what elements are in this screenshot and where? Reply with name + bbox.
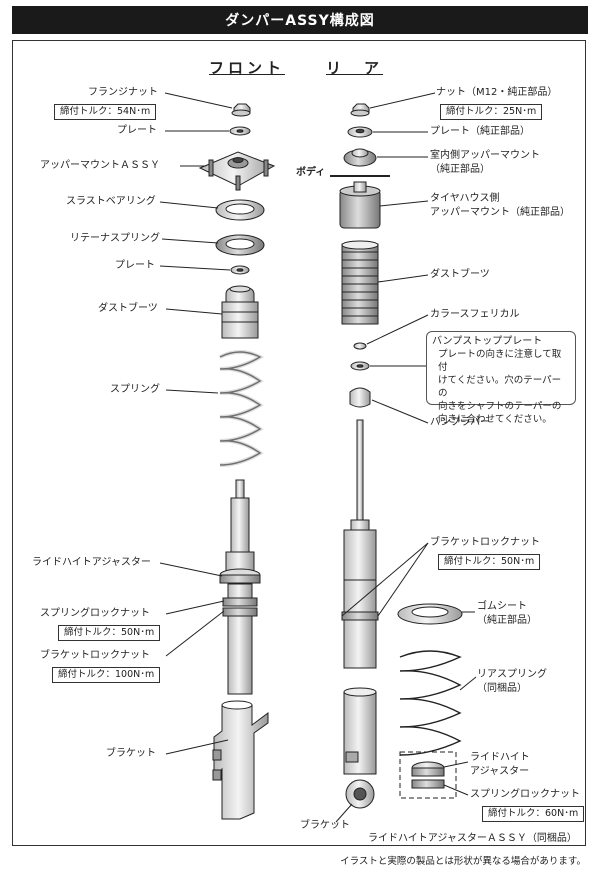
rear-bump-plate-callout: バンプストッププレート プレートの向きに注意して取付 けてください。穴のテーパー… bbox=[426, 331, 576, 425]
front-thrust-bearing-part bbox=[215, 199, 265, 221]
rear-rubber-seat-label-1: ゴムシート bbox=[477, 601, 527, 612]
front-plate-part bbox=[229, 126, 251, 136]
front-leader-lines bbox=[159, 92, 233, 755]
front-spring-label: スプリング bbox=[110, 384, 160, 395]
disclaimer-footnote: イラストと実際の製品とは形状が異なる場合があります。 bbox=[340, 856, 586, 867]
front-flange-nut-label: フランジナット bbox=[88, 87, 158, 98]
rear-spring-lock-nut-part bbox=[411, 779, 445, 789]
rear-plate-part bbox=[347, 126, 373, 138]
front-spring-lock-nut-part bbox=[222, 597, 258, 617]
rear-nut-part bbox=[350, 103, 370, 117]
rear-tirehouse-mount-label-1: タイヤハウス側 bbox=[430, 193, 500, 204]
page-title: ダンパーASSY構成図 bbox=[12, 6, 588, 34]
front-flange-nut-torque: 締付トルク：54N･m bbox=[54, 104, 157, 120]
column-front-label: フロント bbox=[209, 59, 286, 77]
column-rear-label: リ ア bbox=[326, 59, 384, 77]
front-lower-body-part bbox=[227, 583, 253, 695]
front-bracket-lock-nut-label: ブラケットロックナット bbox=[40, 650, 150, 661]
rear-plate-label: プレート（純正部品） bbox=[430, 126, 530, 137]
rear-dust-boot-label: ダストブーツ bbox=[430, 269, 490, 280]
front-spring-lock-nut-label: スプリングロックナット bbox=[40, 608, 150, 619]
rear-ride-height-adjuster-label-2: アジャスター bbox=[470, 766, 530, 777]
front-upper-mount-label: アッパーマウントＡＳＳＹ bbox=[40, 160, 160, 171]
rear-collar-label: カラースフェリカル bbox=[430, 309, 520, 320]
rear-inner-mount-label-1: 室内側アッパーマウント bbox=[430, 150, 540, 161]
rear-bump-rubber-part bbox=[349, 387, 371, 408]
front-thrust-bearing-label: スラストベアリング bbox=[66, 196, 156, 207]
diagram-frame bbox=[12, 40, 586, 846]
rear-spring-label-1: リアスプリング bbox=[477, 669, 547, 680]
rear-nut-label: ナット（M12・純正部品） bbox=[436, 87, 558, 98]
rear-shaft-part bbox=[343, 419, 377, 669]
rear-tirehouse-mount-part bbox=[339, 181, 381, 229]
front-plate1-label: プレート bbox=[117, 125, 157, 136]
rear-leader-lines bbox=[335, 92, 477, 823]
front-plate2-part bbox=[230, 265, 250, 275]
rear-bump-rubber-label: バンプラバー bbox=[430, 417, 491, 428]
front-shaft-part bbox=[225, 479, 255, 581]
rear-spring-lock-nut-label: スプリングロックナット bbox=[470, 789, 580, 800]
rear-rubber-seat-part bbox=[397, 603, 463, 625]
rear-dust-boot-part bbox=[341, 240, 379, 325]
front-dust-boot-part bbox=[221, 285, 259, 339]
front-upper-mount-part bbox=[198, 151, 276, 191]
front-flange-nut-part bbox=[231, 103, 251, 117]
rear-bump-plate-note-4: 向きに合わせてください。 bbox=[438, 414, 552, 425]
rear-ride-height-adjuster-label-1: ライドハイト bbox=[470, 752, 530, 763]
rear-inner-mount-part bbox=[343, 148, 377, 167]
rear-bracket-label: ブラケット bbox=[300, 820, 350, 831]
rear-bump-plate-note-1: プレートの向きに注意して取付 bbox=[438, 349, 562, 373]
rear-collar-part bbox=[353, 342, 367, 350]
body-label: ボディ bbox=[296, 167, 326, 178]
front-retainer-spring-part bbox=[215, 234, 265, 256]
front-ride-height-adjuster-part bbox=[219, 568, 261, 584]
rear-nut-torque: 締付トルク：25N･m bbox=[440, 104, 543, 120]
front-plate2-label: プレート bbox=[115, 260, 155, 271]
rear-bump-plate-note-2: けてください。穴のテーパーの bbox=[438, 375, 562, 399]
front-retainer-spring-label: リテーナスプリング bbox=[70, 233, 160, 244]
front-bracket-label: ブラケット bbox=[106, 748, 156, 759]
front-spring-lock-nut-torque: 締付トルク：50N･m bbox=[58, 625, 161, 641]
rear-tirehouse-mount-label-2: アッパーマウント（純正部品） bbox=[430, 207, 570, 218]
front-ride-height-adjuster-label: ライドハイトアジャスター bbox=[32, 557, 151, 568]
front-dust-boot-label: ダストブーツ bbox=[98, 303, 158, 314]
front-bracket-lock-nut-torque: 締付トルク：100N･m bbox=[52, 667, 161, 683]
rear-ride-height-adjuster-part bbox=[411, 761, 445, 777]
rear-adjuster-assy-label: ライドハイトアジャスターＡＳＳＹ（同梱品） bbox=[368, 833, 577, 844]
rear-spring-label-2: （同梱品） bbox=[477, 683, 527, 694]
front-spring-part bbox=[219, 350, 265, 467]
rear-bracket-lock-nut-label: ブラケットロックナット bbox=[430, 537, 540, 548]
rear-bump-plate-title: バンプストッププレート bbox=[432, 336, 543, 347]
rear-bracket-part bbox=[345, 779, 375, 809]
rear-bracket-lock-nut-part bbox=[341, 611, 379, 621]
rear-spring-lock-nut-torque: 締付トルク：60N･m bbox=[482, 806, 585, 822]
rear-rubber-seat-label-2: （純正部品） bbox=[477, 615, 537, 626]
rear-lower-body-part bbox=[343, 687, 377, 775]
rear-bump-plate-part bbox=[350, 361, 370, 371]
rear-adjuster-assy-box bbox=[399, 751, 457, 799]
rear-inner-mount-label-2: （純正部品） bbox=[430, 164, 490, 175]
rear-bump-plate-note-3: 向きをシャフトのテーパーの bbox=[438, 401, 562, 412]
front-bracket-part bbox=[212, 700, 269, 820]
rear-bracket-lock-nut-torque: 締付トルク：50N･m bbox=[438, 554, 541, 570]
rear-spring-part bbox=[399, 650, 462, 756]
